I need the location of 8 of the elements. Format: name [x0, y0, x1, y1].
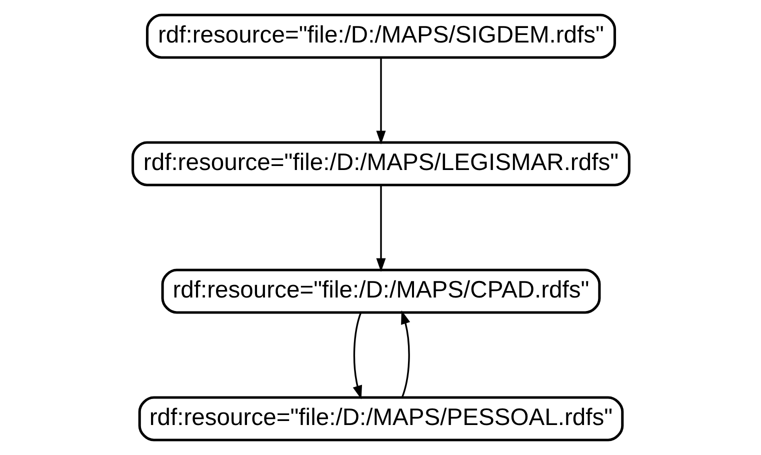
node-box: rdf:resource="file:/D:/MAPS/SIGDEM.rdfs" — [145, 14, 616, 59]
arrow — [352, 312, 362, 400]
node-box: rdf:resource="file:/D:/MAPS/LEGISMAR.rdfs" — [131, 141, 630, 186]
arrow — [376, 185, 386, 272]
arrow — [376, 58, 386, 144]
arrow — [400, 310, 410, 398]
node-box: rdf:resource="file:/D:/MAPS/CPAD.rdfs" — [160, 268, 600, 314]
node-box: rdf:resource="file:/D:/MAPS/PESSOAL.rdfs" — [138, 396, 624, 442]
